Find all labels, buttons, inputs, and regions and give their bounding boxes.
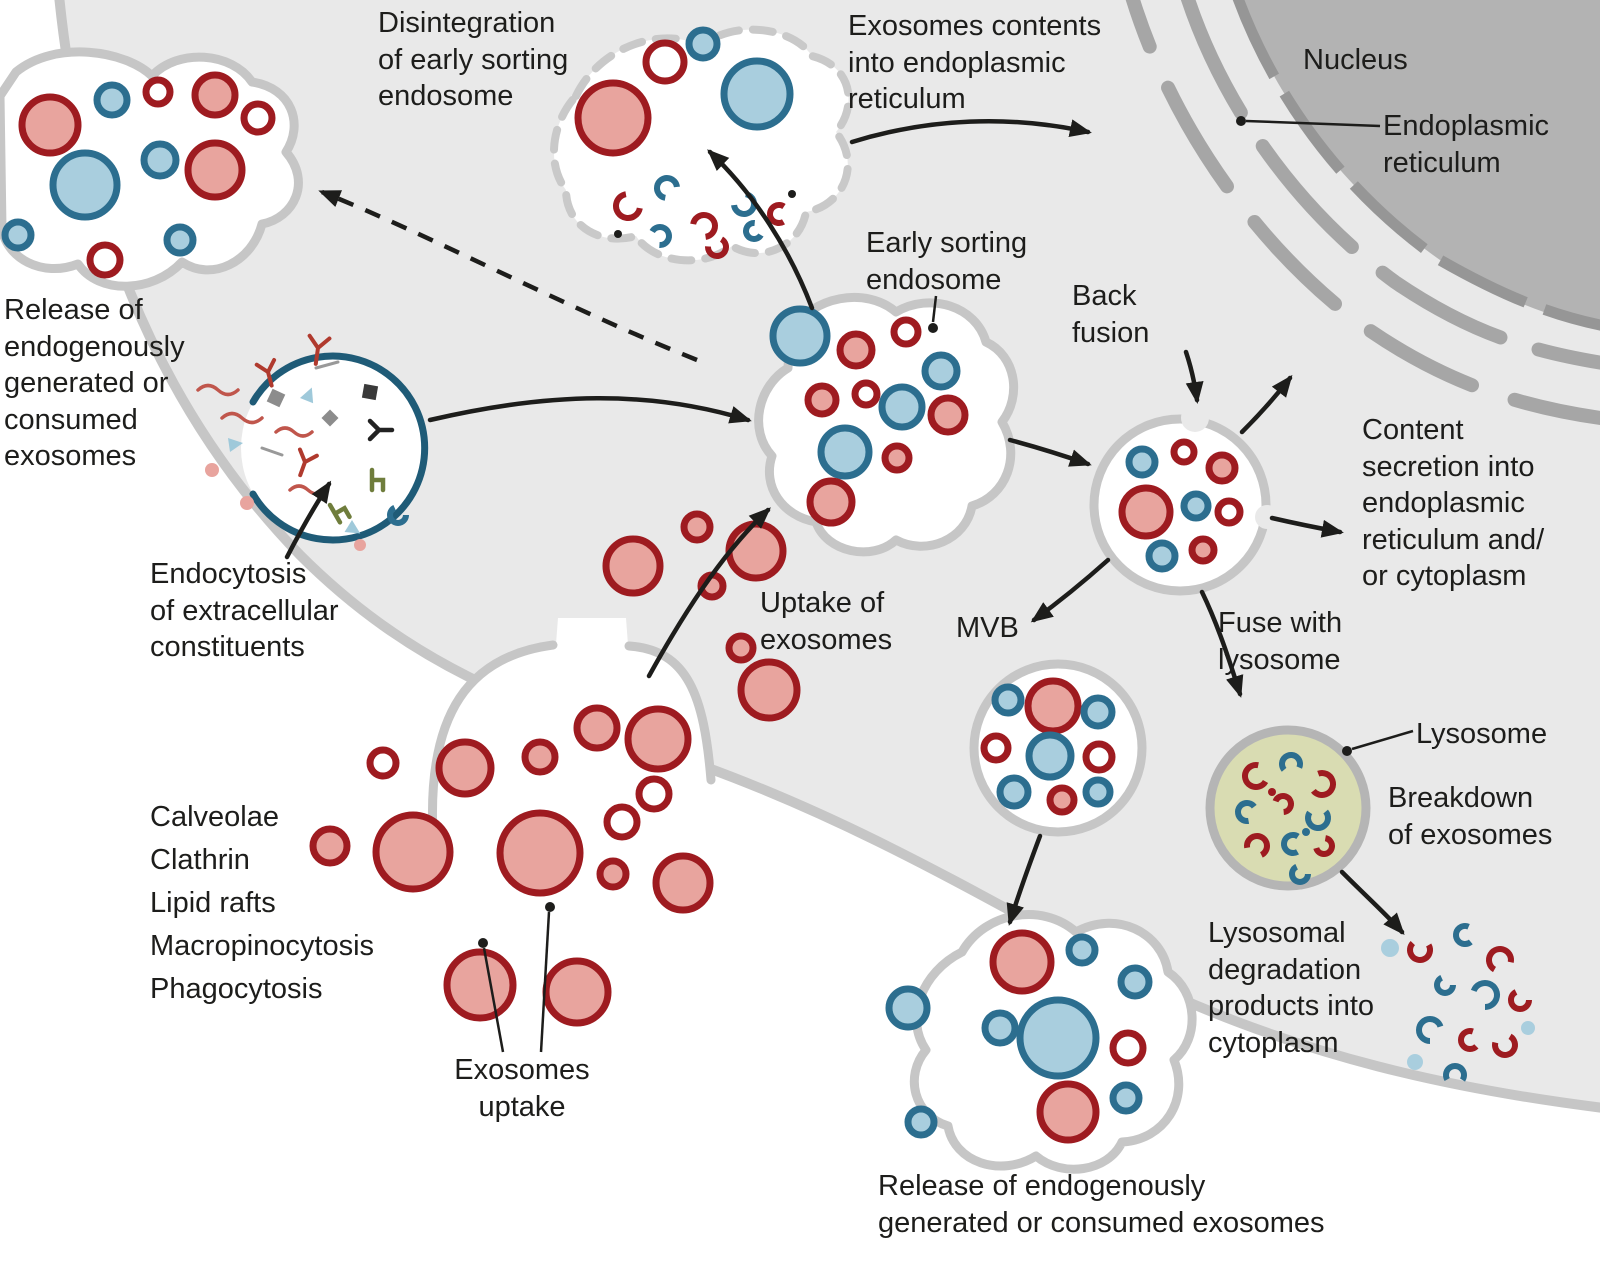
lysosome [1205, 725, 1371, 891]
label-uptake-of-exosomes: Uptake of exosomes [760, 587, 893, 656]
flow-arrows [284, 119, 1405, 936]
back-fusion-vesicle [1089, 404, 1279, 596]
arrow-endocytosis-pointer [284, 480, 332, 560]
arrow-mvb-to-release [1006, 833, 1043, 926]
label-breakdown: Breakdown of exosomes [1388, 782, 1553, 851]
mechanism-phagocytosis: Phagocytosis [150, 972, 323, 1005]
uptake-bay [309, 618, 716, 1027]
label-nucleus: Nucleus [1303, 44, 1408, 76]
arrow-vesicle-to-mvb [1030, 557, 1111, 623]
label-endoplasmic-reticulum: Endoplasmic reticulum [1383, 110, 1550, 179]
mechanism-macropinocytosis: Macropinocytosis [150, 929, 375, 962]
arrow-lysosome-to-products [1339, 869, 1405, 936]
label-pointers [478, 116, 1414, 1053]
label-release-bottom: Release of endogenously generated or con… [878, 1170, 1325, 1239]
degradation-products [1381, 923, 1535, 1087]
endocytosis-pit [196, 333, 429, 551]
label-lysosome: Lysosome [1416, 718, 1548, 750]
arrow-endosome-to-release-top [318, 189, 698, 363]
arrow-endosome-to-vesicle [1007, 437, 1092, 467]
label-back-fusion: Back fusion [1072, 280, 1150, 349]
release-site-top [0, 47, 303, 291]
label-early-sorting-endosome: Early sorting endosome [866, 227, 1028, 296]
label-exosomes-uptake: Exosomes uptake [454, 1054, 590, 1123]
uptake-mechanisms-list: Calveolae Clathrin Lipid rafts Macropino… [150, 796, 374, 1011]
endoplasmic-reticulum [1125, 0, 1600, 426]
release-site-bottom [885, 910, 1197, 1174]
arrow-secretion-right [1269, 515, 1344, 538]
arrow-secretion-up [1239, 374, 1293, 435]
mvb-vesicle [969, 659, 1147, 837]
label-exosome-contents-er: Exosomes contents into endoplasmic retic… [848, 10, 1102, 116]
arrow-back-fusion [1183, 349, 1204, 404]
mechanism-lipid-rafts: Lipid rafts [150, 886, 276, 919]
arrow-endocytosis-to-endosome [427, 396, 752, 424]
early-sorting-endosome [754, 293, 1019, 557]
label-content-secretion: Content secretion into endoplasmic retic… [1362, 414, 1545, 593]
label-lysosomal-degradation: Lysosomal degradation products into cyto… [1208, 917, 1375, 1059]
arrow-contents-to-er [849, 119, 1092, 145]
disintegrating-endosome [550, 25, 853, 265]
label-fuse-with-lysosome: Fuse with lysosome [1218, 607, 1343, 676]
arrow-fuse-lysosome [1199, 589, 1244, 698]
mechanism-clathrin: Clathrin [150, 843, 250, 876]
mechanism-calveolae: Calveolae [150, 801, 279, 833]
nucleus [1232, 0, 1600, 331]
label-endocytosis: Endocytosis of extracellular constituent… [150, 558, 339, 664]
label-release-top: Release of endogenously generated or con… [4, 294, 185, 473]
label-disintegration: Disintegration of early sorting endosome [378, 7, 569, 113]
arrow-endosome-to-disintegration [707, 149, 815, 311]
label-mvb: MVB [956, 612, 1019, 644]
arrow-uptake [646, 507, 771, 679]
